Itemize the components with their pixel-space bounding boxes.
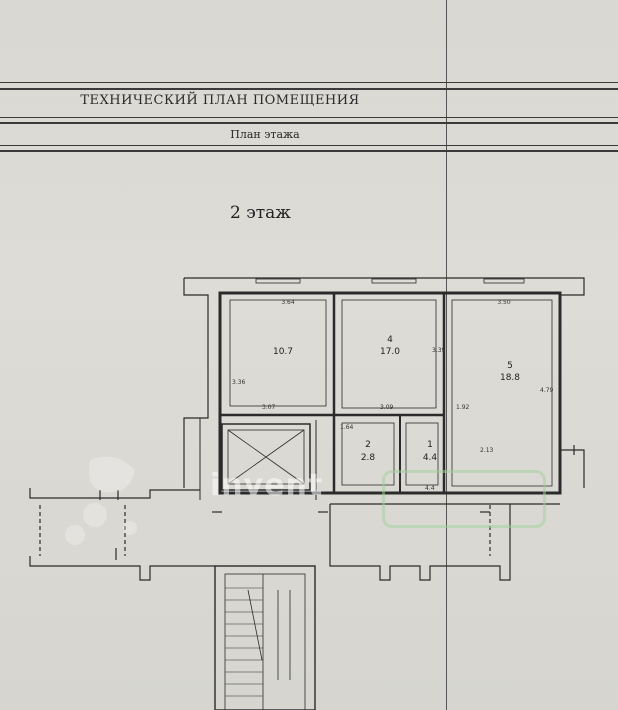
dim-small-a: 1.64: [340, 424, 354, 431]
document-title: ТЕХНИЧЕСКИЙ ПЛАН ПОМЕЩЕНИЯ: [80, 93, 360, 108]
watermark-text: invent: [210, 468, 324, 503]
watermark-box: [382, 470, 546, 528]
dim-room-c-top: 3.50: [497, 299, 511, 306]
room-c-area: 18.8: [500, 373, 520, 383]
outer-wall-right: [559, 295, 585, 488]
outer-wall-top: [184, 277, 585, 296]
room-e-area: 4.4: [423, 453, 438, 463]
room-e-number: 1: [427, 440, 433, 450]
room-b-area: 17.0: [380, 347, 400, 357]
header-rule-bottom-2: [0, 150, 618, 152]
document-subtitle: План этажа: [230, 128, 300, 141]
header-rule-top-2: [0, 88, 618, 90]
elevator-shaft: [221, 423, 311, 491]
dim-room-a-bottom: 3.07: [262, 404, 276, 411]
dim-room-b-bottom: 3.09: [380, 404, 394, 411]
room-b-number: 4: [387, 335, 393, 345]
dim-room-c-side: 4.79: [540, 387, 554, 394]
header-rule-bottom: [0, 145, 618, 146]
room-d-number: 2: [365, 440, 371, 450]
room-a-area: 10.7: [273, 347, 293, 357]
apartment-outline: [218, 291, 562, 495]
dim-bottom: 4.4: [425, 485, 435, 492]
floor-label: 2 этаж: [230, 203, 291, 223]
dim-room-b-side: 3.39: [432, 347, 446, 354]
dim-small-b: 2.13: [480, 447, 494, 454]
room-c-number: 5: [507, 361, 513, 371]
dim-room-c-bottom: 1.92: [456, 404, 470, 411]
vertical-guide-line: [446, 0, 447, 710]
header-rule-top: [0, 82, 618, 83]
outer-wall-left-top: [183, 278, 209, 488]
stairwell: [214, 565, 316, 710]
dim-room-a-top: 3.64: [281, 299, 295, 306]
room-d-area: 2.8: [361, 453, 376, 463]
header-rule-mid: [0, 117, 618, 118]
header-rule-mid-2: [0, 122, 618, 124]
dim-room-a-side: 3.36: [232, 379, 246, 386]
watermark-logo: [65, 456, 137, 545]
